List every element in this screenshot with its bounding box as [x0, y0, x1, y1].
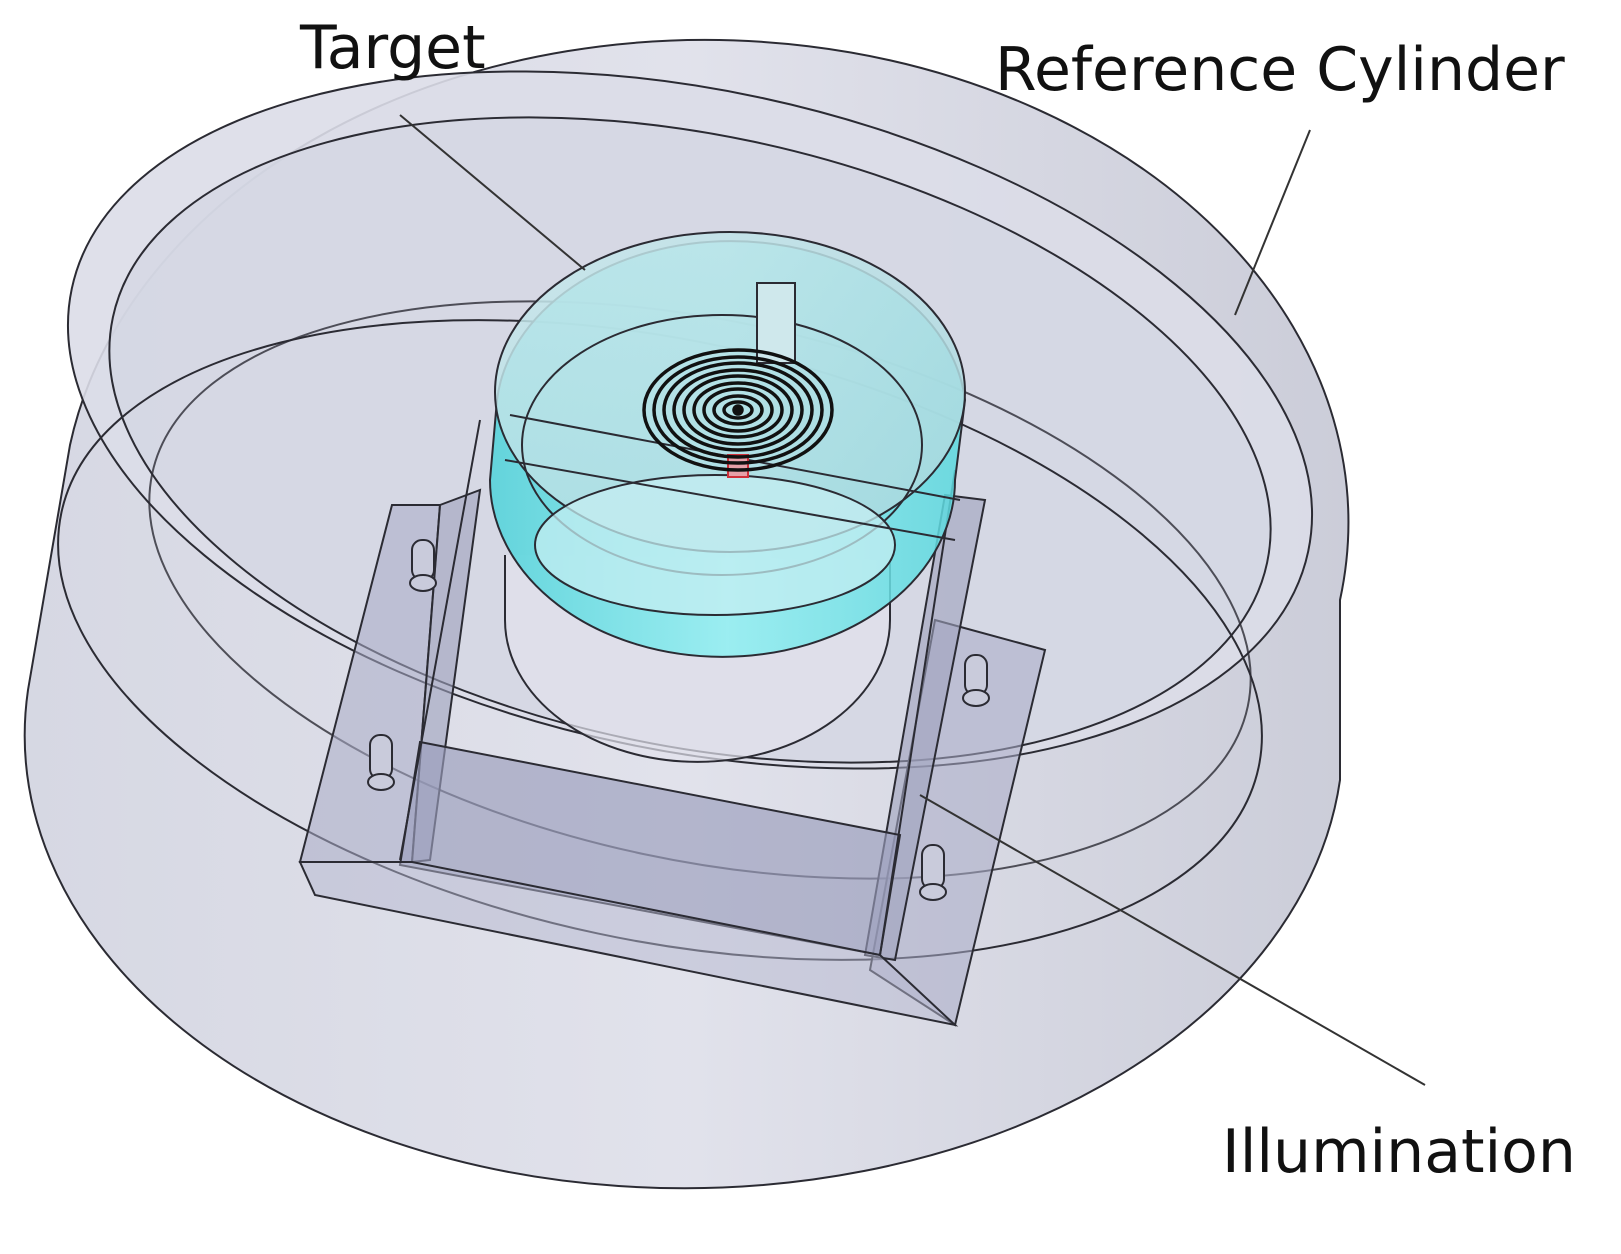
target-disk	[488, 231, 967, 658]
bracket-base-plate	[298, 861, 959, 1027]
target-bottom-face	[534, 474, 896, 616]
target-leader-line	[399, 114, 586, 271]
illumination-leader-line	[919, 794, 1426, 1086]
target-label: Target	[300, 13, 486, 83]
reference-leader-line	[1234, 129, 1311, 316]
screw	[367, 734, 395, 791]
screw	[962, 654, 990, 707]
illumination-bracket	[298, 419, 1047, 1027]
screw	[409, 539, 437, 592]
target-rail	[504, 459, 956, 541]
spiral-pattern	[642, 348, 834, 472]
target-slot	[756, 282, 796, 364]
screws	[367, 539, 990, 901]
bracket-upright-left	[399, 419, 481, 861]
screw	[919, 844, 947, 901]
bracket-upright-right	[879, 469, 956, 956]
leader-lines	[399, 114, 1426, 1086]
illumination-label: Illumination	[1222, 1117, 1576, 1187]
reference-cylinder-label: Reference Cylinder	[995, 35, 1565, 105]
